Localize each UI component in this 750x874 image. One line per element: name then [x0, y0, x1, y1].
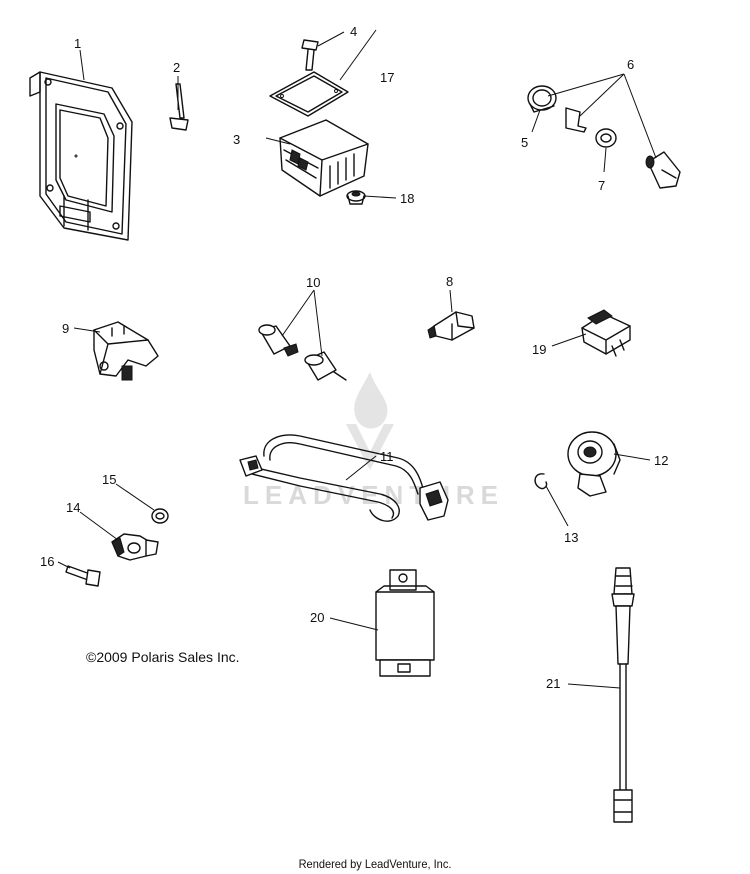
part-4-screw[interactable]: [301, 39, 319, 71]
part-2-bolt[interactable]: [169, 83, 189, 131]
callout-10: 10: [306, 275, 320, 290]
part-5-cap[interactable]: [527, 85, 557, 113]
copyright-text: ©2009 Polaris Sales Inc.: [86, 649, 240, 665]
part-10-sensor-a[interactable]: [258, 324, 299, 357]
part-1-ecu[interactable]: [29, 71, 133, 241]
callout-14: 14: [66, 500, 80, 515]
leader-lines: [57, 29, 657, 689]
callout-labels: 1 2 3 4 5 6 7 8 9 10 11 12 13 14 15 16 1…: [40, 24, 668, 691]
part-16-bolt[interactable]: [65, 565, 101, 587]
callout-4: 4: [350, 24, 357, 39]
callout-11: 11: [380, 449, 394, 464]
callout-12: 12: [654, 453, 668, 468]
callout-2: 2: [173, 60, 180, 75]
callout-8: 8: [446, 274, 453, 289]
callout-15: 15: [102, 472, 116, 487]
rendered-by-footer: Rendered by LeadVenture, Inc.: [298, 857, 452, 871]
part-12-knock-sensor[interactable]: [567, 431, 621, 497]
callout-21: 21: [546, 676, 560, 691]
part-6-sensor[interactable]: [645, 151, 681, 189]
callout-9: 9: [62, 321, 69, 336]
callout-5: 5: [521, 135, 528, 150]
callout-3: 3: [233, 132, 240, 147]
part-14-speed-sensor[interactable]: [111, 533, 159, 561]
callout-18: 18: [400, 191, 414, 206]
callout-20: 20: [310, 610, 324, 625]
part-7-washer[interactable]: [595, 128, 617, 148]
part-18-grommet[interactable]: [346, 190, 366, 205]
callout-17: 17: [380, 70, 394, 85]
part-20-relay[interactable]: [375, 569, 435, 677]
callout-19: 19: [532, 342, 546, 357]
part-17-gasket[interactable]: [269, 71, 349, 117]
part-21-o2-sensor[interactable]: [611, 567, 635, 823]
watermark: LEADVENTURE: [243, 372, 504, 510]
part-19-switch[interactable]: [581, 309, 631, 357]
callout-7: 7: [598, 178, 605, 193]
part-13-clip[interactable]: [534, 473, 548, 490]
watermark-text: LEADVENTURE: [243, 480, 504, 510]
part-3-module[interactable]: [279, 119, 369, 197]
callout-6: 6: [627, 57, 634, 72]
part-9-map-sensor[interactable]: [93, 321, 159, 381]
callout-1: 1: [74, 36, 81, 51]
part-6-sensor-bracket[interactable]: [565, 107, 587, 133]
part-10-sensor-b[interactable]: [304, 351, 347, 381]
part-15-o-ring[interactable]: [151, 508, 169, 524]
callout-16: 16: [40, 554, 54, 569]
part-11-harness[interactable]: [239, 434, 449, 522]
callout-13: 13: [564, 530, 578, 545]
part-8-sensor[interactable]: [427, 311, 475, 341]
